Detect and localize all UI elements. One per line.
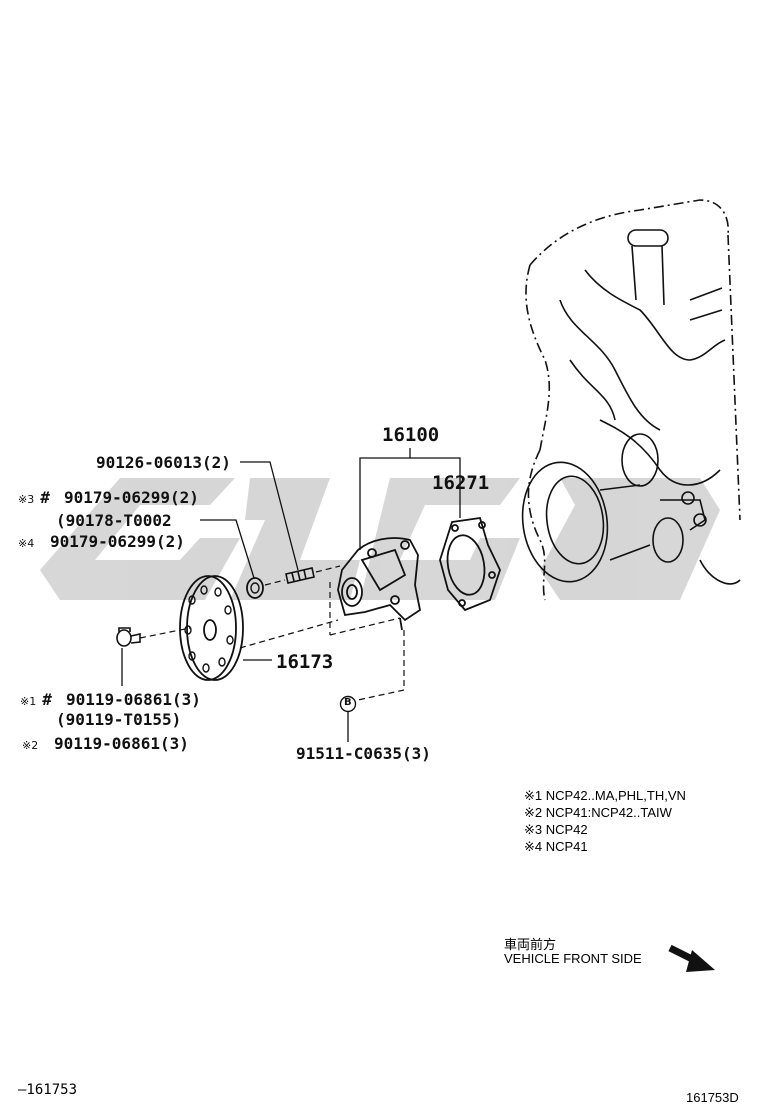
leader-lines — [121, 448, 461, 742]
part-number-16271: 16271 — [432, 472, 490, 494]
note-mark-3: ※3 — [18, 493, 35, 506]
b-callout-circle — [339, 695, 357, 713]
note-mark-1: ※1 — [20, 695, 37, 708]
part-number-bolt-b: 90119-06861(3) — [54, 734, 189, 753]
vehicle-front-label-en: VEHICLE FRONT SIDE — [504, 951, 642, 966]
gasket-drawing — [439, 516, 501, 612]
dashed-lines — [139, 565, 405, 701]
part-number-bolt-a-alt: (90119-T0155) — [56, 710, 182, 729]
hash-mark: # — [42, 690, 52, 709]
b-callout-label: B — [344, 697, 352, 708]
part-number-bolt-a: 90119-06861(3) — [66, 690, 201, 709]
part-number-nut-ncp41: 90179-06299(2) — [50, 532, 185, 551]
note-mark-2: ※2 — [22, 739, 39, 752]
note-line: ※3 NCP42 — [524, 822, 588, 837]
part-number-nut-ncp42-alt: (90178-T0002 — [56, 511, 172, 530]
part-number-nut-ncp42: 90179-06299(2) — [64, 488, 199, 507]
nut-ncp42-row: ※3 # — [18, 488, 50, 507]
vehicle-front-arrow-icon — [668, 944, 715, 972]
engine-outline — [521, 199, 741, 601]
nut-ncp41-row: ※4 — [18, 532, 40, 551]
bolt-a-row: ※1 # — [20, 690, 52, 709]
note-line: ※2 NCP41:NCP42..TAIW — [524, 805, 672, 820]
hash-mark: # — [40, 488, 50, 507]
footer-left-code: –161753 — [18, 1082, 78, 1098]
note-line: ※4 NCP41 — [524, 839, 588, 854]
part-number-16100: 16100 — [382, 424, 440, 446]
note-mark-4: ※4 — [18, 537, 35, 550]
note-line: ※1 NCP42..MA,PHL,TH,VN — [524, 788, 686, 803]
footer-right-code: 161753D — [686, 1090, 739, 1105]
part-number-stud: 90126-06013(2) — [96, 453, 231, 472]
part-number-16173: 16173 — [276, 651, 334, 673]
watermark-logo — [40, 478, 720, 600]
pulley-drawing — [179, 575, 244, 681]
water-pump-drawing — [337, 537, 422, 631]
bolt-drawing — [116, 627, 141, 647]
part-number-pin: 91511-C0635(3) — [296, 744, 431, 763]
nut-drawing — [246, 577, 264, 599]
vehicle-front-label-jp: 車両前方 — [504, 937, 557, 952]
stud-drawing — [285, 567, 315, 584]
bolt-b-row: ※2 — [22, 734, 44, 753]
